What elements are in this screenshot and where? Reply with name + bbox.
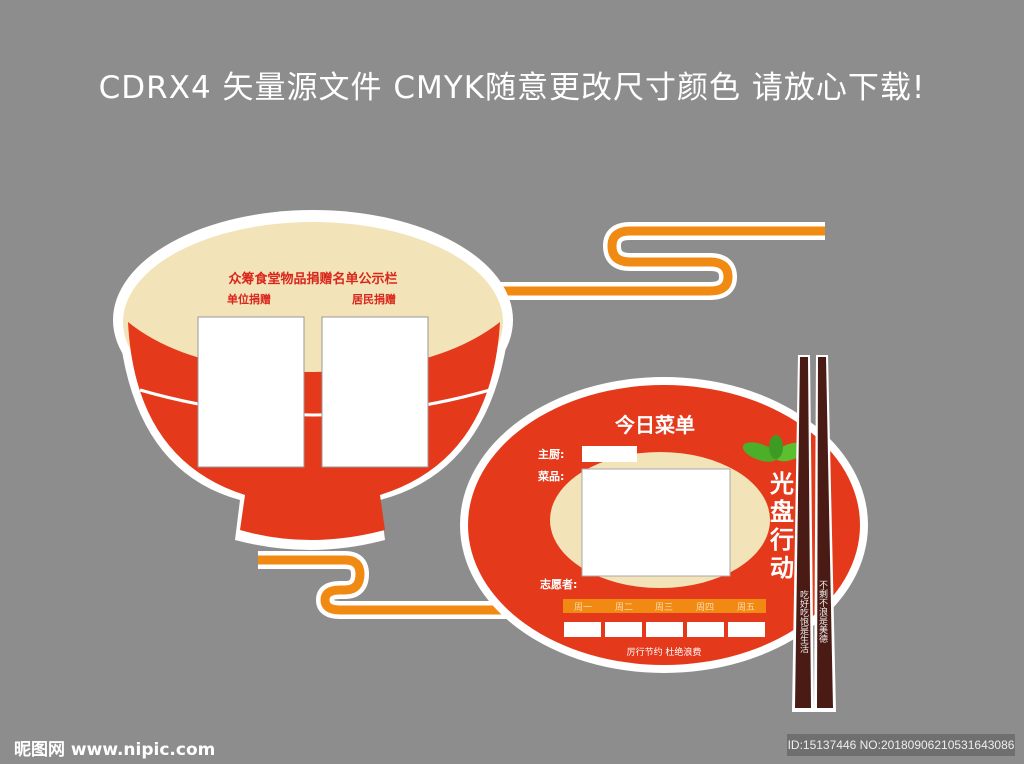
chopsticks: 吃好吃饱是生活 不剩不浪是美德 [792,355,836,712]
ribbon-top [495,222,825,300]
day-label: 周四 [696,602,714,613]
right-board [321,316,429,468]
side-title-char: 动 [770,554,794,582]
image-id: ID:15137446 NO:20180906210531643086 [787,734,1015,756]
side-title-char: 行 [769,526,794,554]
chef-label: 主厨: [538,447,564,461]
day-slot [605,622,642,637]
bowl-left-label: 单位捐赠 [227,292,271,306]
side-title-char: 盘 [770,498,794,526]
day-label: 周三 [655,602,673,613]
day-label: 周五 [737,602,755,613]
chopstick-right-text: 不剩不浪是美德 [817,580,828,644]
day-slot [687,622,724,637]
dish-board [581,468,731,577]
bowl-right-label: 居民捐赠 [352,292,396,306]
plate: 今日菜单 主厨: 菜品: 志愿者: 周一 周二 周三 周四 周五 厉行节约 杜绝… [460,377,868,673]
chopstick-left-text: 吃好吃饱是生活 [798,589,809,654]
day-slot [646,622,683,637]
side-title: 光 盘行动 [769,470,802,582]
ribbon-bottom [258,551,520,619]
day-slot [728,622,765,637]
slogan: 厉行节约 杜绝浪费 [627,646,702,658]
header-text: CDRX4 矢量源文件 CMYK随意更改尺寸颜色 请放心下载! [98,70,926,106]
day-label: 周二 [615,602,633,613]
bowl: 众筹食堂物品捐赠名单公示栏 单位捐赠 居民捐赠 [113,210,513,550]
chef-field [582,446,637,462]
plate-title: 今日菜单 [615,413,695,437]
day-label: 周一 [574,602,592,613]
dish-label: 菜品: [537,469,564,483]
left-board [197,316,305,468]
watermark-logo: 昵图网 www.nipic.com [14,740,216,760]
days-bar [563,599,766,613]
volunteer-label: 志愿者: [540,577,577,591]
bowl-title: 众筹食堂物品捐赠名单公示栏 [228,271,397,287]
day-slot [564,622,601,637]
